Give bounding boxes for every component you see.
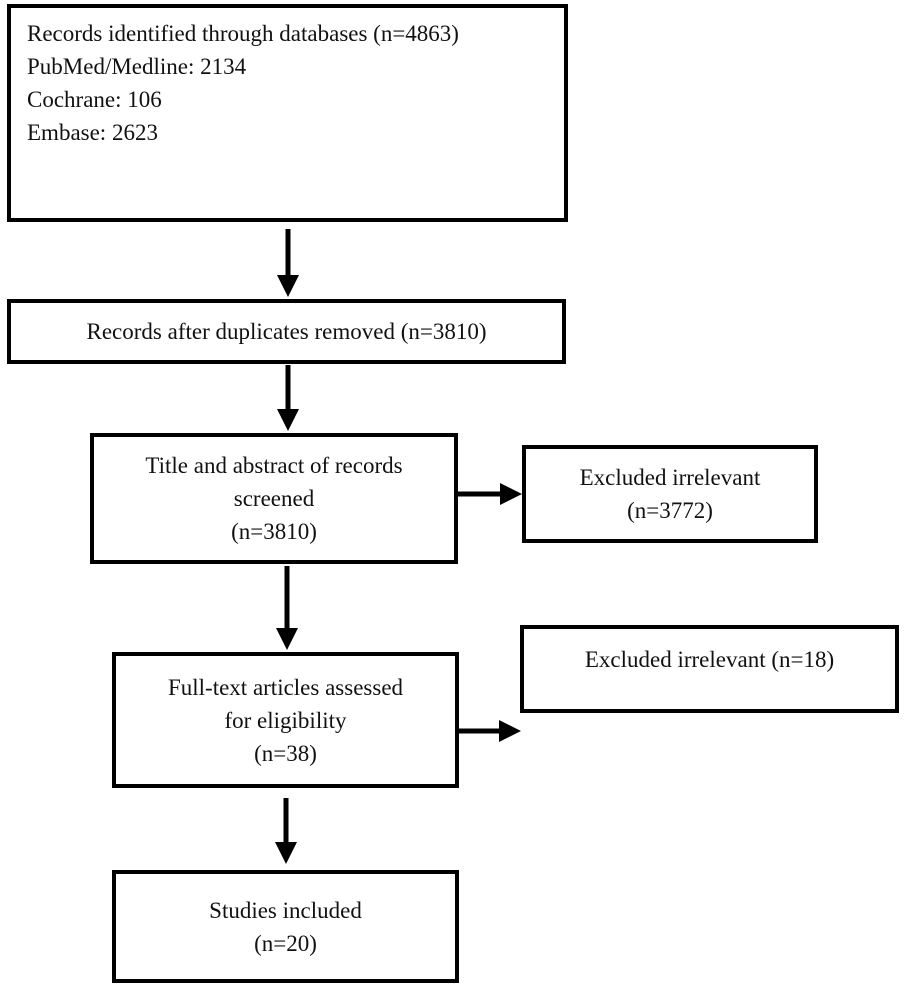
box-studies-included: Studies included (n=20) (112, 870, 459, 983)
arrow-right-fulltext-to-excluded (458, 720, 521, 742)
excluded-fulltext-text: Excluded irrelevant (n=18) (584, 647, 835, 672)
included-count: (n=20) (254, 930, 317, 956)
excluded-screening-count: (n=3772) (627, 498, 713, 523)
arrow-down-fulltext-to-included (275, 798, 297, 864)
box-excluded-irrelevant-fulltext: Excluded irrelevant (n=18) (520, 625, 899, 713)
box-excluded-irrelevant-screening: Excluded irrelevant (n=3772) (522, 445, 818, 543)
screened-line-2: screened (233, 486, 315, 511)
box-records-identified: Records identified through databases (n=… (7, 4, 568, 222)
excluded-screening-label: Excluded irrelevant (579, 465, 761, 490)
source-pubmed-medline: PubMed/Medline: 2134 (27, 54, 247, 79)
box-duplicates-removed: Records after duplicates removed (n=3810… (7, 299, 566, 364)
screened-line-1: Title and abstract of records (145, 453, 403, 478)
included-label: Studies included (209, 897, 362, 923)
arrow-down-dedup-to-screened (277, 365, 299, 431)
screened-count: (n=3810) (231, 519, 317, 544)
arrow-down-screened-to-fulltext (276, 566, 298, 650)
fulltext-line-1: Full-text articles assessed (167, 674, 404, 700)
fulltext-line-2: for eligibility (224, 707, 347, 733)
box-fulltext-assessed: Full-text articles assessed for eligibil… (112, 652, 459, 788)
duplicates-removed-text: Records after duplicates removed (n=3810… (86, 319, 487, 344)
source-embase: Embase: 2623 (27, 120, 158, 145)
records-identified-title: Records identified through databases (n=… (27, 21, 459, 46)
arrow-right-screened-to-excluded (458, 483, 522, 505)
box-title-abstract-screened: Title and abstract of records screened (… (90, 433, 458, 564)
source-cochrane: Cochrane: 106 (27, 87, 162, 112)
fulltext-count: (n=38) (254, 740, 317, 766)
arrow-down-identified-to-dedup (277, 229, 299, 297)
